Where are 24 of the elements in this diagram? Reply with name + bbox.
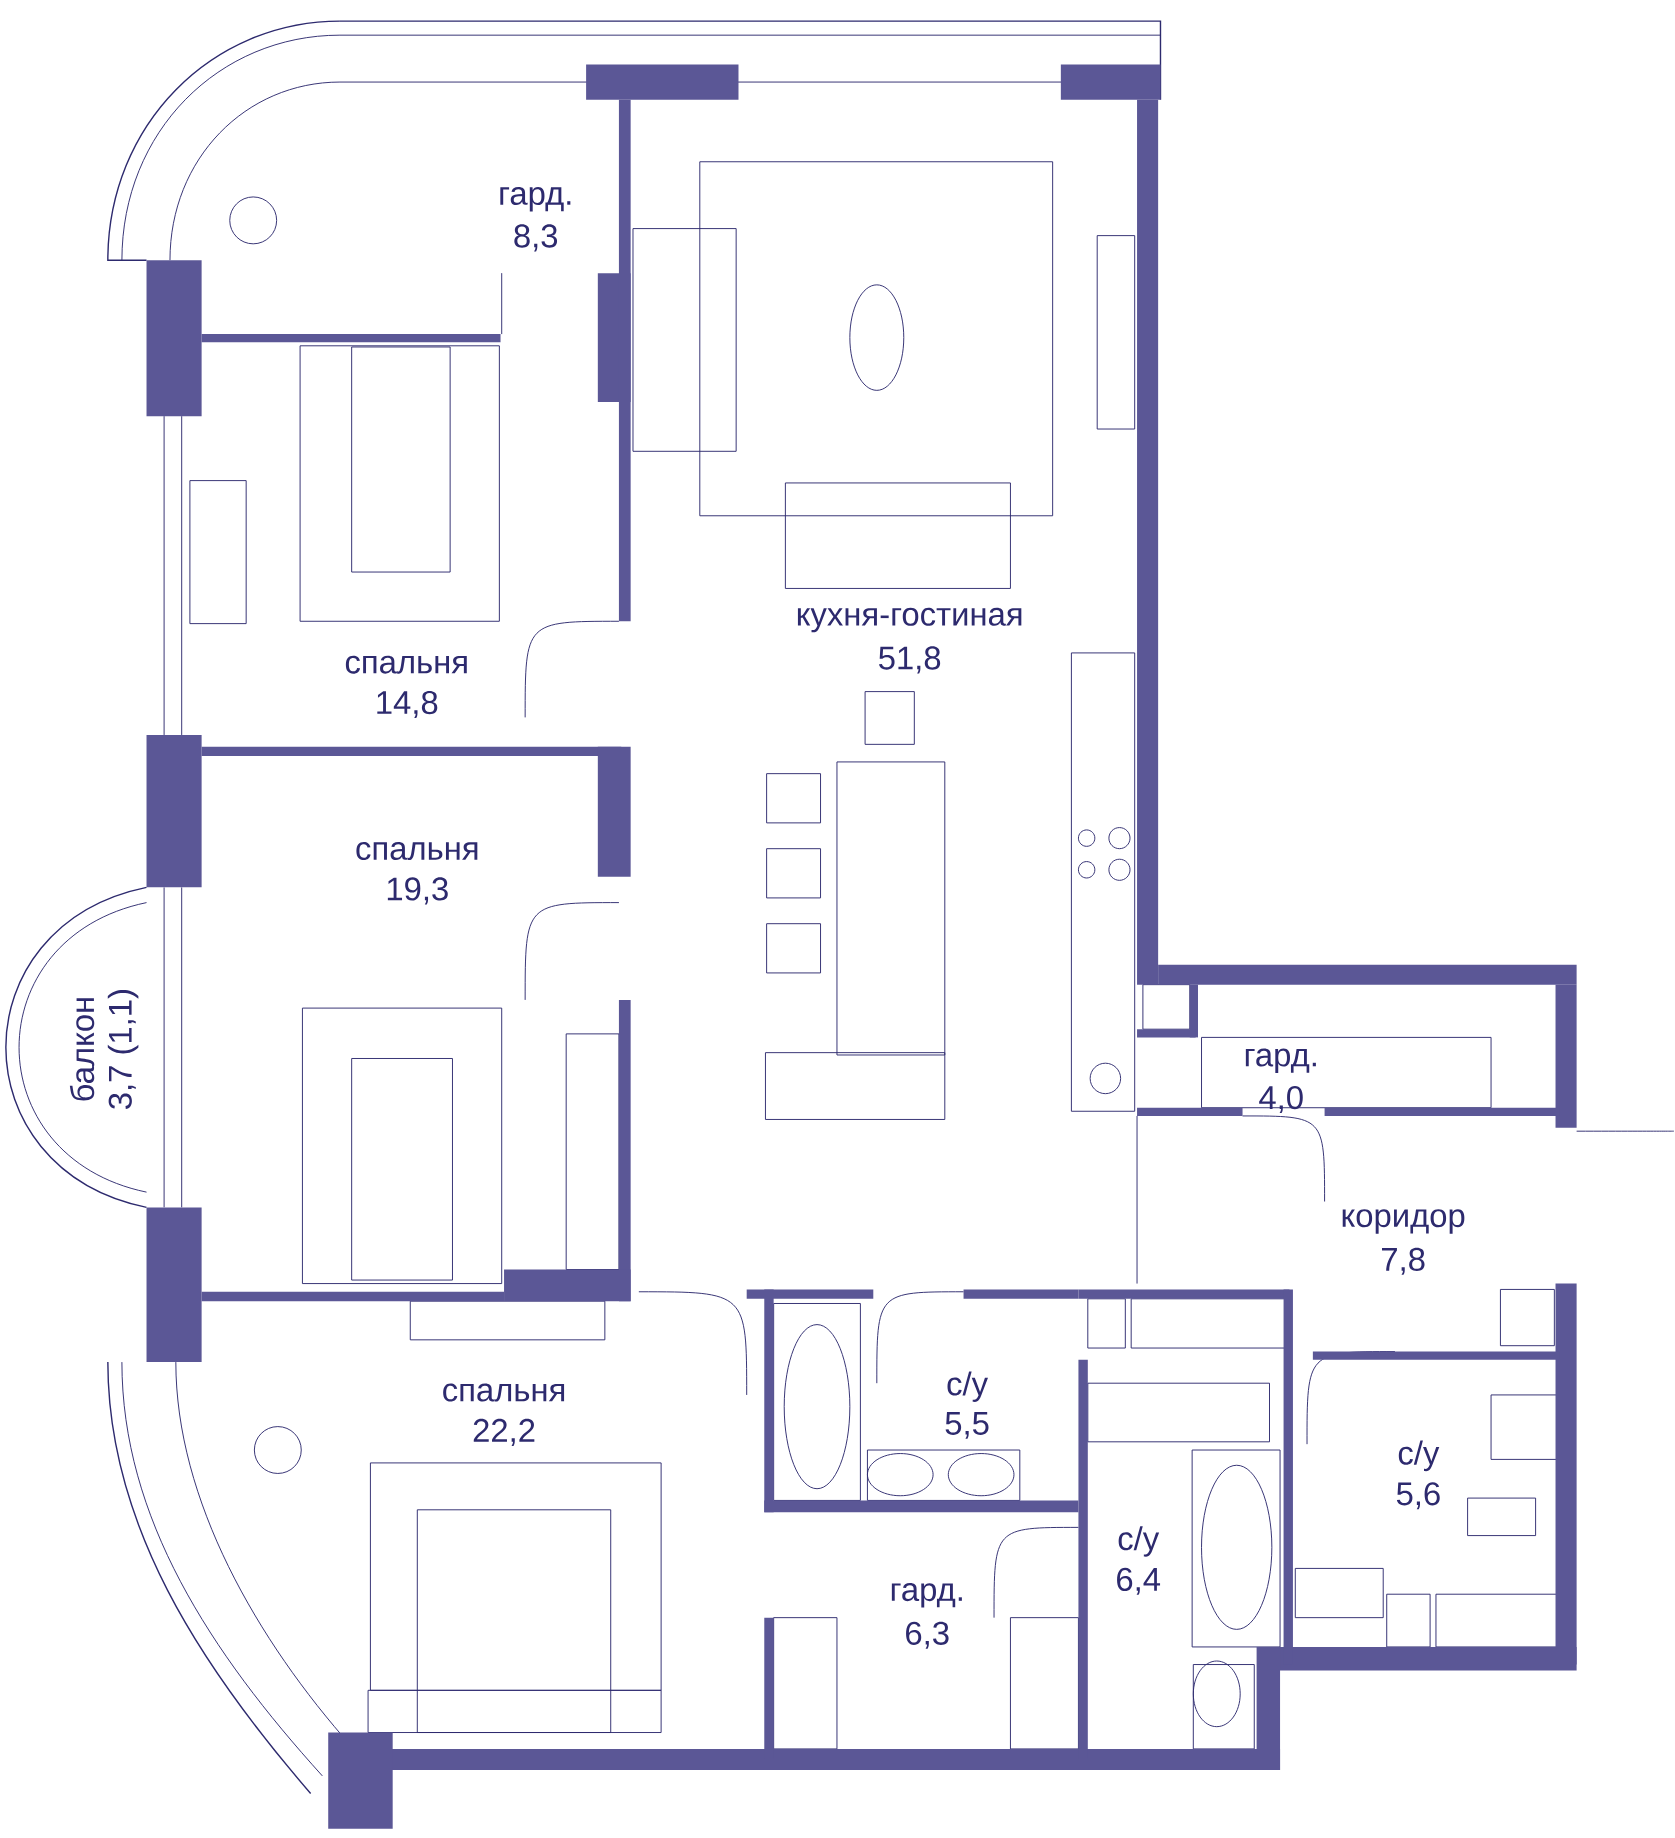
room-label: 6,4 xyxy=(1117,1567,1160,1595)
room-label: гард. xyxy=(1245,1048,1316,1074)
room-label: гард. xyxy=(500,187,571,212)
room-label: 3,7 (1,1) xyxy=(107,990,139,1109)
room-label: 7,8 xyxy=(1382,1247,1425,1275)
room-label: с/у xyxy=(1398,1440,1440,1472)
room-label: спальня xyxy=(443,1383,565,1402)
room-label: 4,0 xyxy=(1259,1085,1303,1114)
room-label: спальня xyxy=(345,655,467,674)
room-label: кухня-гостиная xyxy=(797,607,1022,633)
room-label: с/у xyxy=(947,1371,988,1402)
room-label: коридор xyxy=(1342,1209,1465,1234)
room-label: балкон xyxy=(69,998,95,1101)
room-label: с/у xyxy=(1118,1526,1160,1557)
room-label: 14,8 xyxy=(377,690,438,719)
room-label: 6,3 xyxy=(906,1621,949,1649)
room-label: гард. xyxy=(891,1583,962,1608)
room-label: 51,8 xyxy=(879,646,941,674)
room-label: спальня xyxy=(356,842,478,860)
room-label: 19,3 xyxy=(387,877,448,905)
room-label: 5,6 xyxy=(1396,1482,1440,1510)
room-label: 22,2 xyxy=(473,1418,535,1446)
room-label: 8,3 xyxy=(514,224,558,252)
room-label: 5,5 xyxy=(945,1412,989,1439)
